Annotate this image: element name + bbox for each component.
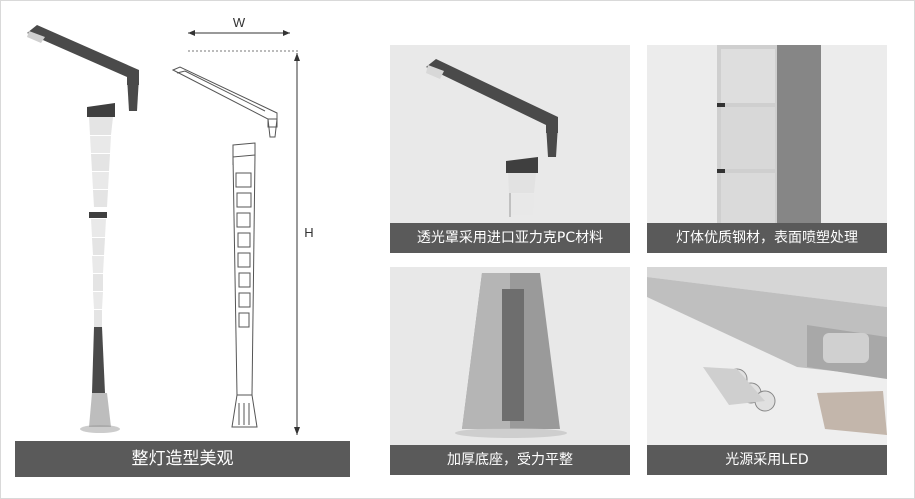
main-product-panel: W H 整灯造型美观: [15, 15, 350, 477]
detail-panel-lamp-head: 透光罩采用进口亚力克PC材料: [390, 45, 630, 253]
detail-panel-pole-body: 灯体优质钢材，表面喷塑处理: [647, 45, 887, 253]
width-dimension: W: [188, 15, 298, 52]
base-image: [455, 273, 567, 438]
detail-caption-4: 光源采用LED: [647, 445, 887, 475]
lamp-head-image: [426, 59, 558, 217]
detail-panel-base: 加厚底座，受力平整: [390, 267, 630, 475]
led-module-image: [647, 267, 887, 435]
height-dimension: H: [294, 53, 314, 435]
detail-caption-1: 透光罩采用进口亚力克PC材料: [390, 223, 630, 253]
detail-caption-2: 灯体优质钢材，表面喷塑处理: [647, 223, 887, 253]
height-label: H: [304, 225, 313, 240]
rendered-pole-image: [27, 25, 139, 433]
line-drawing-pole: [171, 66, 278, 428]
detail-panel-led: 光源采用LED: [647, 267, 887, 475]
main-caption: 整灯造型美观: [15, 441, 350, 477]
width-label: W: [233, 15, 246, 30]
pole-body-image: [717, 45, 821, 223]
detail-caption-3: 加厚底座，受力平整: [390, 445, 630, 475]
pole-illustrations: W H: [27, 15, 314, 435]
